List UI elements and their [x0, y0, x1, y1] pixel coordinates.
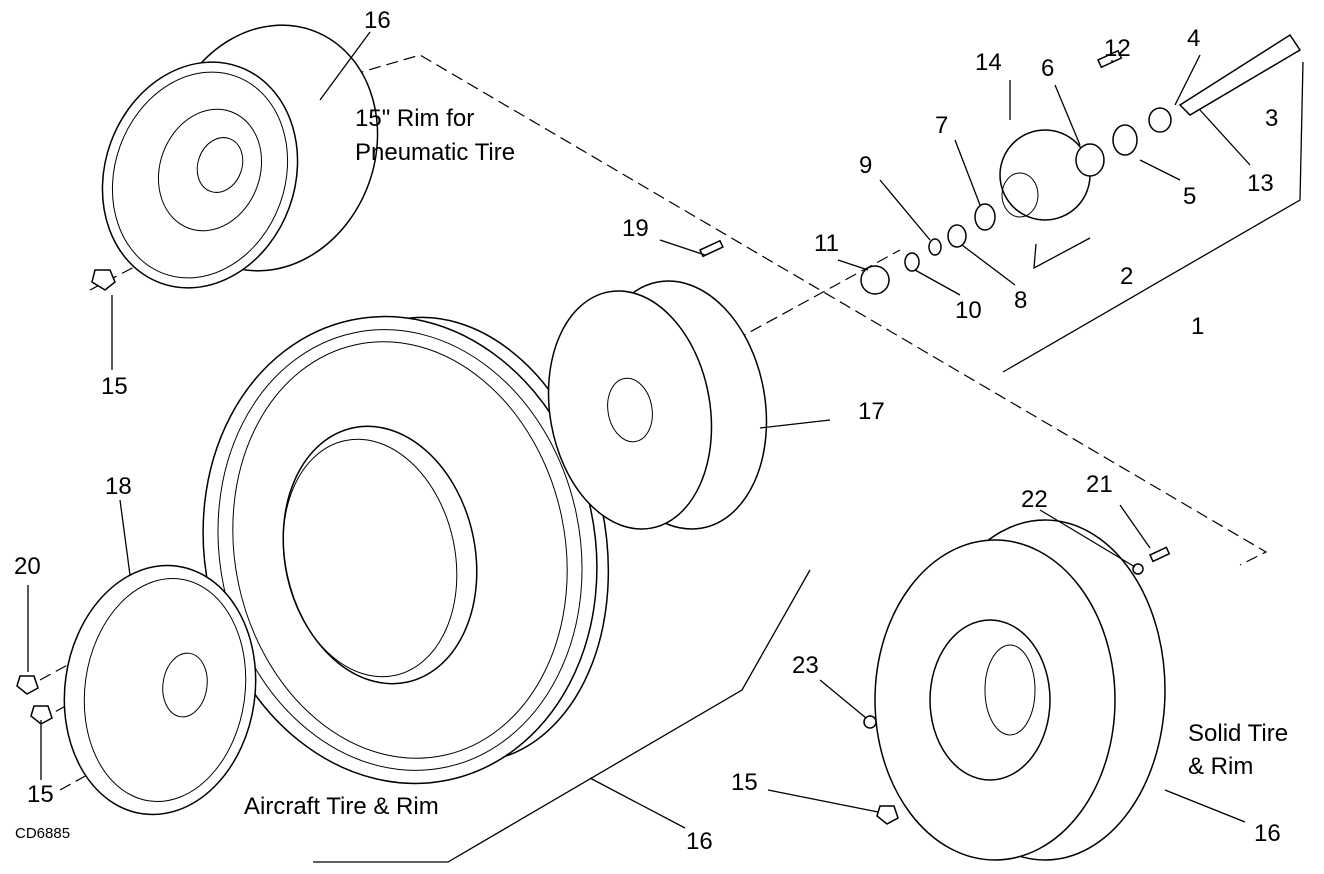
callout-23: 23 — [792, 652, 819, 679]
aircraft-tire — [202, 315, 610, 785]
callout-6: 6 — [1041, 55, 1054, 82]
callout-3: 3 — [1265, 105, 1278, 132]
solid-tire — [874, 519, 1166, 861]
callout-2: 2 — [1120, 263, 1133, 290]
callout-1: 1 — [1191, 313, 1204, 340]
caption-solid-tire-line2: & Rim — [1188, 753, 1253, 780]
caption-pneumatic-rim-line1: 15" Rim for — [355, 105, 474, 132]
callout-16: 16 — [1254, 820, 1281, 847]
callout-9: 9 — [859, 152, 872, 179]
callout-19: 19 — [622, 215, 649, 242]
hub-parts — [16, 33, 1302, 825]
callout-8: 8 — [1014, 287, 1027, 314]
rim-half-18 — [63, 564, 257, 816]
caption-solid-tire-line1: Solid Tire — [1188, 720, 1288, 747]
rim-half-17 — [547, 280, 768, 530]
callout-15: 15 — [27, 781, 54, 808]
callout-14: 14 — [975, 49, 1002, 76]
captions: 15" Rim for Pneumatic Tire Aircraft Tire… — [15, 105, 1288, 842]
callout-16: 16 — [364, 7, 391, 34]
callout-11: 11 — [814, 230, 839, 257]
callout-20: 20 — [14, 553, 41, 580]
callout-18: 18 — [105, 473, 132, 500]
leader-lines — [27, 31, 1251, 829]
callout-labels: 16 12 4 14 6 3 7 13 9 5 19 11 2 10 8 1 1… — [14, 7, 1281, 855]
caption-aircraft-tire: Aircraft Tire & Rim — [244, 793, 439, 820]
callout-10: 10 — [955, 297, 982, 324]
callout-13: 13 — [1247, 170, 1274, 197]
callout-21: 21 — [1086, 471, 1113, 498]
callout-4: 4 — [1187, 25, 1200, 52]
callout-5: 5 — [1183, 183, 1196, 210]
callout-22: 22 — [1021, 486, 1048, 513]
callout-15: 15 — [101, 373, 128, 400]
callout-7: 7 — [935, 112, 948, 139]
caption-pneumatic-rim-line2: Pneumatic Tire — [355, 139, 515, 166]
pneumatic-rim — [101, 24, 379, 289]
callout-16: 16 — [686, 828, 713, 855]
callout-15: 15 — [731, 769, 758, 796]
callout-12: 12 — [1104, 35, 1131, 62]
callout-17: 17 — [858, 398, 885, 425]
figure-code: CD6885 — [15, 825, 70, 842]
